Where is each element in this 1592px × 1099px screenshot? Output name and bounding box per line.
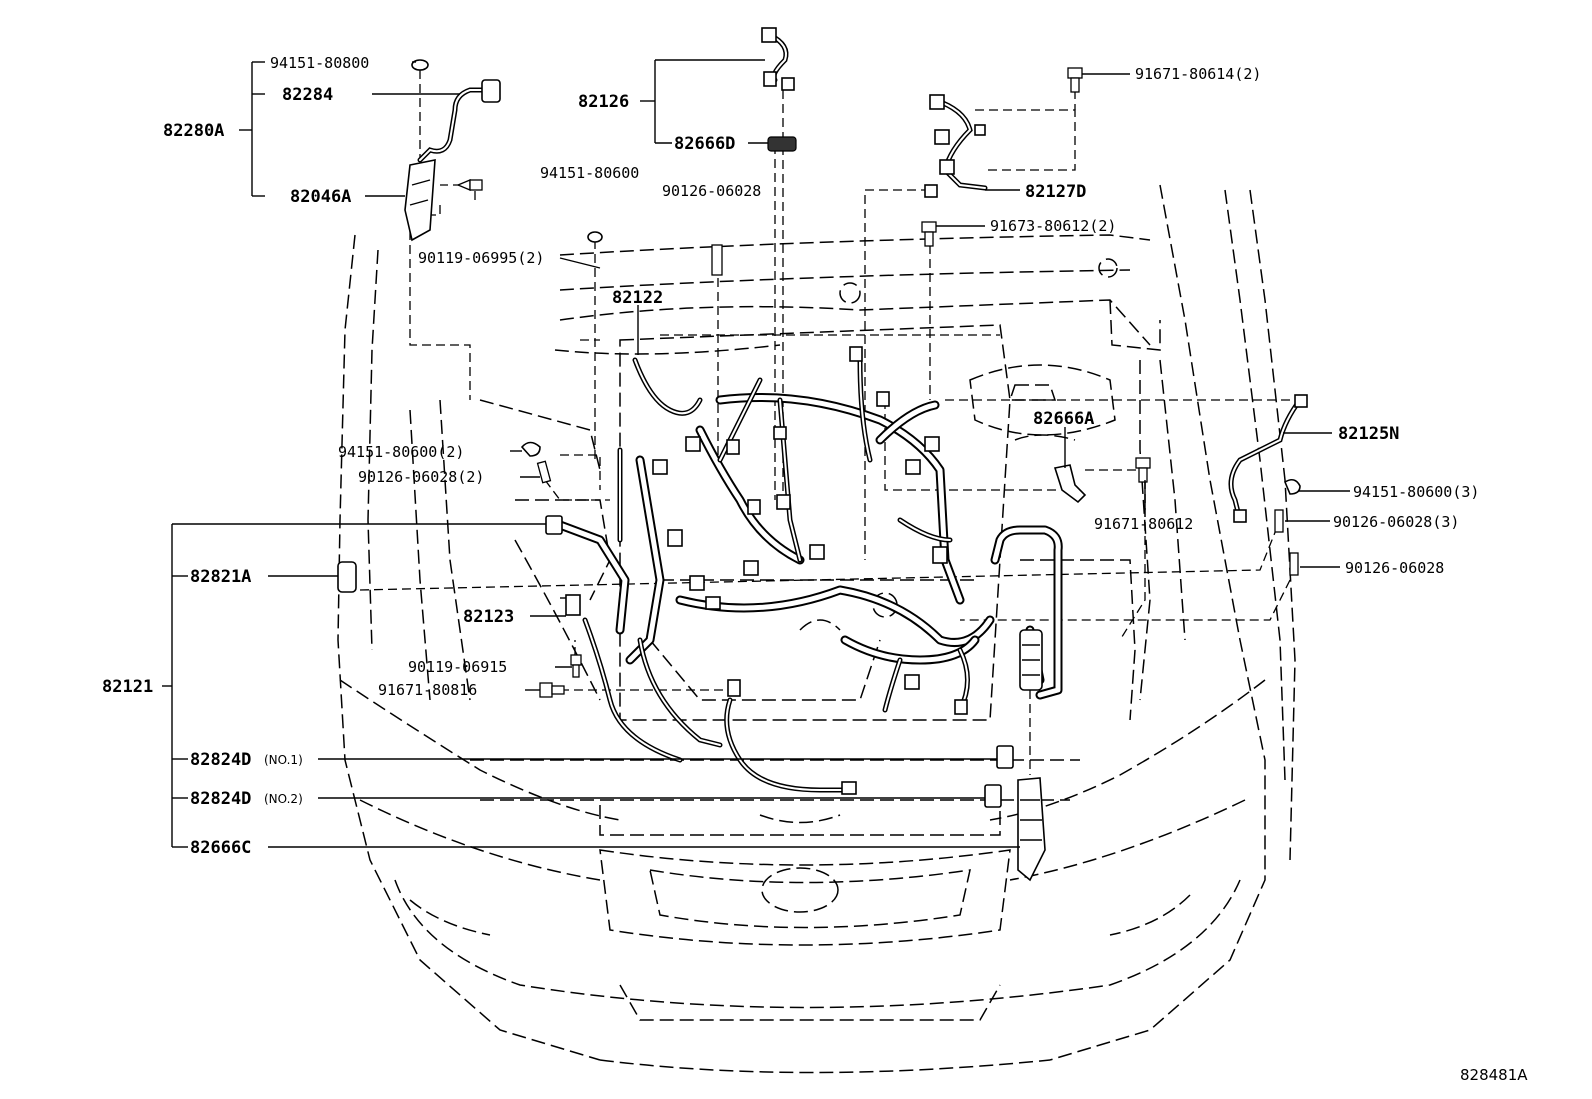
label-82666D: 82666D bbox=[674, 134, 735, 154]
label-90119-06995: 90119-06995(2) bbox=[418, 249, 544, 267]
label-82126: 82126 bbox=[578, 92, 629, 112]
label-90126-06028-2: 90126-06028(2) bbox=[358, 468, 484, 486]
sub-assy-82125N-graphic bbox=[1053, 394, 1308, 576]
part-labels: 94151-80800 82284 82280A 82046A 90119-06… bbox=[102, 54, 1528, 1084]
label-82666A: 82666A bbox=[1033, 409, 1094, 429]
label-94151-80600-3: 94151-80600(3) bbox=[1353, 483, 1479, 501]
label-82123: 82123 bbox=[463, 607, 514, 627]
label-82127D: 82127D bbox=[1025, 182, 1086, 202]
label-82824D-no2: 82824D bbox=[190, 789, 251, 809]
label-91671-80614: 91671-80614(2) bbox=[1135, 65, 1261, 83]
label-94151-80600-2: 94151-80600(2) bbox=[338, 443, 464, 461]
label-no2: (NO.2) bbox=[264, 792, 303, 806]
label-82284: 82284 bbox=[282, 85, 333, 105]
label-82121: 82121 bbox=[102, 677, 153, 697]
label-82666C: 82666C bbox=[190, 838, 251, 858]
sub-assy-82126-graphic bbox=[587, 27, 797, 276]
label-82125N: 82125N bbox=[1338, 424, 1399, 444]
sub-assy-82127D-graphic bbox=[921, 67, 1083, 247]
label-94151-80600-top: 94151-80600 bbox=[540, 164, 639, 182]
label-no1: (NO.1) bbox=[264, 753, 303, 767]
label-82280A: 82280A bbox=[163, 121, 224, 141]
label-90126-06028-top: 90126-06028 bbox=[662, 182, 761, 200]
label-82122: 82122 bbox=[612, 288, 663, 308]
left-small-parts-graphic bbox=[337, 441, 582, 698]
wire-harness-82121 bbox=[555, 357, 1063, 793]
label-94151-80800: 94151-80800 bbox=[270, 54, 369, 72]
vehicle-outline bbox=[337, 184, 1296, 1074]
label-82824D-no1: 82824D bbox=[190, 750, 251, 770]
label-90119-06915: 90119-06915 bbox=[408, 658, 507, 676]
label-91671-80816: 91671-80816 bbox=[378, 681, 477, 699]
label-82046A: 82046A bbox=[290, 187, 351, 207]
label-90126-06028-right: 90126-06028 bbox=[1345, 559, 1444, 577]
label-91671-80612: 91671-80612 bbox=[1094, 515, 1193, 533]
leader-lines bbox=[162, 59, 1350, 848]
harness-connectors bbox=[545, 346, 1043, 795]
label-90126-06028-3: 90126-06028(3) bbox=[1333, 513, 1459, 531]
label-91673-80612: 91673-80612(2) bbox=[990, 217, 1116, 235]
sub-assy-82280A-graphic bbox=[404, 59, 501, 242]
figure-id: 828481A bbox=[1460, 1066, 1528, 1084]
label-82821A: 82821A bbox=[190, 567, 251, 587]
lower-parts-graphic bbox=[984, 745, 1046, 882]
